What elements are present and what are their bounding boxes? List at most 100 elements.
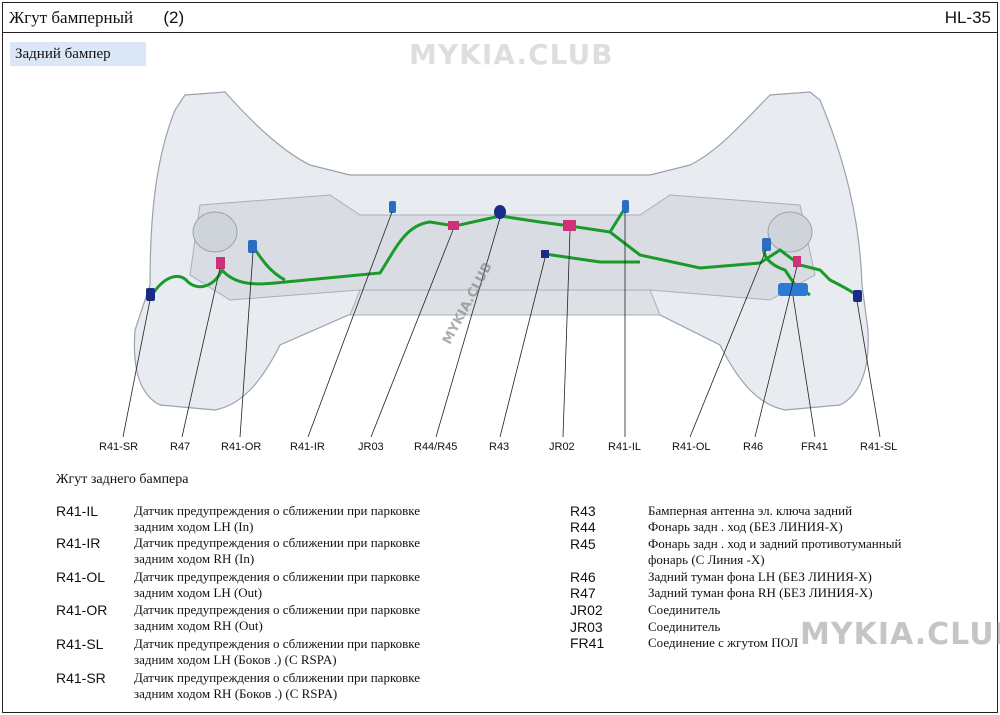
callout-r44-r45: R44/R45	[414, 441, 458, 453]
connector-r41-ol	[762, 238, 771, 251]
bumper-inner	[189, 194, 816, 301]
legend-left-row: R41-IL Датчик предупреждения о сближении…	[56, 503, 420, 535]
document-title-text: Жгут бамперный	[9, 8, 134, 27]
right-recess	[767, 211, 813, 253]
legend-desc-line1: Датчик предупреждения о сближении при па…	[134, 602, 421, 617]
watermark-top: MYKIA.CLUB	[409, 38, 614, 71]
connector-r41-or	[248, 240, 257, 253]
callout-r41-il: R41-IL	[608, 441, 642, 453]
connector-fr41	[778, 283, 808, 296]
legend-code: R41-OL	[56, 569, 106, 585]
connector-r47	[216, 257, 225, 269]
legend-desc-line1: Соединитель	[648, 619, 721, 634]
connector-r43	[541, 250, 549, 258]
legend-desc: Датчик предупреждения о сближении при па…	[134, 602, 420, 634]
legend-left-row: R41-OR Датчик предупреждения о сближении…	[56, 602, 420, 634]
callout-r41-sr: R41-SR	[99, 441, 139, 453]
legend-desc-line2: задним ходом LH (Боков .) (С RSPA)	[134, 652, 337, 667]
callout-jr02: JR02	[549, 441, 575, 453]
connector-jr03	[448, 221, 459, 230]
document-title-number: (2)	[163, 8, 185, 27]
legend-desc-line2: задним ходом RH (Боков .) (С RSPA)	[134, 686, 338, 701]
connector-jr02	[563, 220, 576, 231]
legend-code: R41-IL	[56, 503, 99, 519]
legend-desc-line2: задним ходом LH (Out)	[134, 585, 263, 600]
leader-c7	[499, 257, 546, 438]
legend-code: R44	[570, 519, 596, 535]
legend-desc-line1: Соединитель	[648, 602, 721, 617]
legend-desc-line1: Датчик предупреждения о сближении при па…	[134, 503, 421, 518]
legend-right-row: JR02 Соединитель	[570, 602, 720, 618]
legend-right-row: R47 Задний туман фона RH (БЕЗ ЛИНИЯ-Х)	[570, 585, 873, 601]
connector-r41-sl	[853, 290, 862, 302]
legend-left-row: R41-OL Датчик предупреждения о сближении…	[56, 569, 420, 601]
legend-left-row: R41-IR Датчик предупреждения о сближении…	[56, 535, 420, 567]
leader-c2	[181, 267, 221, 438]
legend-desc: Соединитель	[648, 619, 720, 635]
leader-c6	[435, 217, 501, 438]
document-title: Жгут бамперный (2)	[9, 8, 184, 28]
callout-fr41: FR41	[801, 441, 828, 453]
legend-desc-line2: фонарь (С Линия -Х)	[648, 552, 765, 567]
callout-jr03: JR03	[358, 441, 384, 453]
legend-desc: Соединение с жгутом ПОЛ	[648, 635, 798, 651]
connector-r44-r45	[494, 205, 506, 219]
legend-desc: Датчик предупреждения о сближении при па…	[134, 636, 420, 668]
legend-desc-line2: задним ходом RH (Out)	[134, 618, 263, 633]
legend-code: JR02	[570, 602, 603, 618]
leader-c12	[792, 295, 816, 438]
legend-code: R41-IR	[56, 535, 101, 551]
leader-c4	[307, 211, 393, 438]
connector-r41-ir	[389, 201, 396, 213]
harness-main	[150, 207, 859, 298]
legend-code: R45	[570, 536, 596, 552]
legend-code: JR03	[570, 619, 603, 635]
header-bar: Жгут бамперный (2) HL-35	[3, 3, 997, 33]
legend-desc-line1: Датчик предупреждения о сближении при па…	[134, 670, 421, 685]
leader-c1	[122, 299, 151, 438]
legend-right-row: FR41 Соединение с жгутом ПОЛ	[570, 635, 798, 651]
legend-code: R47	[570, 585, 596, 601]
legend-desc-line1: Датчик предупреждения о сближении при па…	[134, 636, 421, 651]
leader-c8	[562, 230, 571, 438]
callout-r41-ir: R41-IR	[290, 441, 325, 453]
legend-code: R41-SL	[56, 636, 104, 652]
legend-desc: Датчик предупреждения о сближении при па…	[134, 670, 420, 702]
callout-r43: R43	[489, 441, 510, 453]
legend-code: R41-OR	[56, 602, 108, 618]
legend-desc: Датчик предупреждения о сближении при па…	[134, 535, 420, 567]
legend-code: R43	[570, 503, 596, 519]
legend-right-row: R46 Задний туман фона LH (БЕЗ ЛИНИЯ-Х)	[570, 569, 872, 585]
legend-desc-line1: Фонарь задн . ход (БЕЗ ЛИНИЯ-Х)	[648, 519, 843, 534]
section-label: Задний бампер	[10, 42, 146, 66]
callout-r41-ol: R41-OL	[672, 441, 711, 453]
legend-code: R46	[570, 569, 596, 585]
legend-desc-line1: Задний туман фона LH (БЕЗ ЛИНИЯ-Х)	[648, 569, 872, 584]
left-recess	[192, 211, 238, 253]
callout-r46: R46	[743, 441, 764, 453]
legend-desc: Датчик предупреждения о сближении при па…	[134, 569, 420, 601]
legend-desc-line1: Фонарь задн . ход и задний противотуманн…	[648, 536, 902, 551]
legend-desc-line1: Датчик предупреждения о сближении при па…	[134, 535, 421, 550]
legend-desc-line1: Соединение с жгутом ПОЛ	[648, 635, 799, 650]
legend-code: R41-SR	[56, 670, 106, 686]
leader-c5	[370, 229, 454, 438]
callout-r47: R47	[170, 441, 191, 453]
legend-desc: Соединитель	[648, 602, 720, 618]
leader-c13	[856, 300, 881, 438]
legend-desc: Задний туман фона RH (БЕЗ ЛИНИЯ-Х)	[648, 585, 873, 601]
legend-title: Жгут заднего бампера	[56, 472, 189, 487]
legend-right-row: R43 Бамперная антенна эл. ключа задний	[570, 503, 852, 519]
leader-c11	[754, 265, 798, 438]
leader-c3	[239, 251, 254, 438]
legend-right-row: R44 Фонарь задн . ход (БЕЗ ЛИНИЯ-Х)	[570, 519, 843, 535]
watermark-bottom: MYKIA.CLUB	[800, 617, 1000, 652]
legend-desc-line1: Бамперная антенна эл. ключа задний	[648, 503, 853, 518]
legend-left-row: R41-SL Датчик предупреждения о сближении…	[56, 636, 420, 668]
legend-right-row: R45 Фонарь задн . ход и задний противоту…	[570, 536, 901, 568]
bumper-diagram	[122, 91, 881, 438]
legend-right-row: JR03 Соединитель	[570, 619, 720, 635]
page-code: HL-35	[944, 8, 991, 27]
legend-desc-line1: Задний туман фона RH (БЕЗ ЛИНИЯ-Х)	[648, 585, 873, 600]
legend-left-row: R41-SR Датчик предупреждения о сближении…	[56, 670, 420, 702]
